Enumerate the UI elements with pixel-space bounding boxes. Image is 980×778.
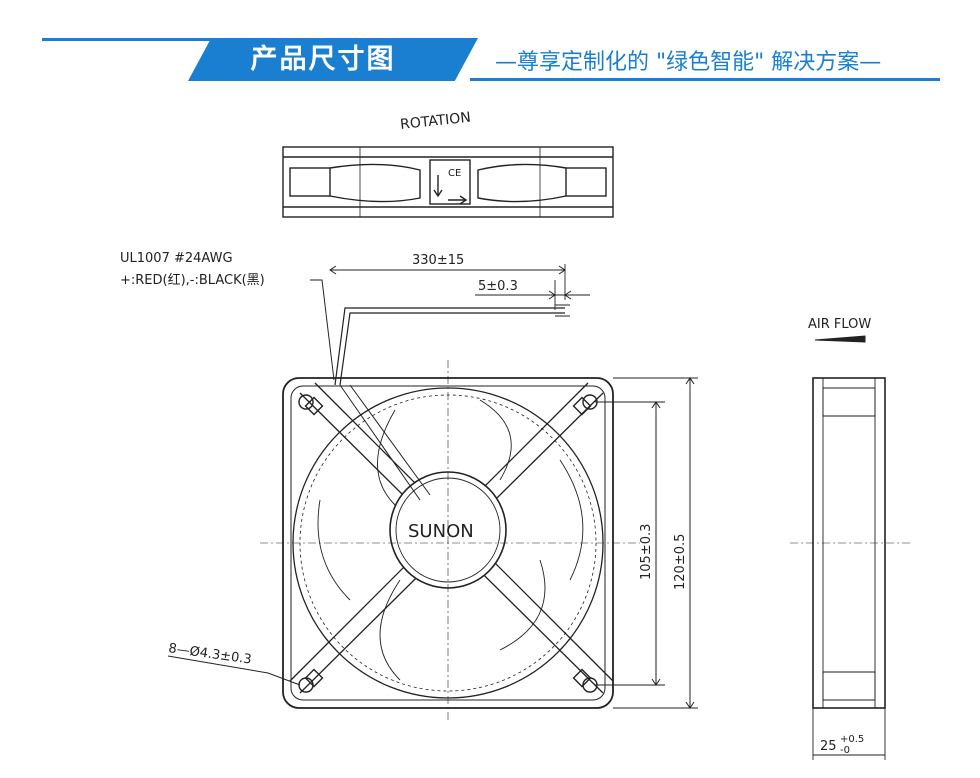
page-subtitle: —尊享定制化的 "绿色智能" 解决方案—: [495, 50, 882, 75]
fan-side-view: [790, 377, 910, 709]
banner-rule-left: [42, 38, 232, 41]
rotation-label: ROTATION: [399, 110, 471, 133]
mount-holes-dim: 8—Ø4.3±0.3: [167, 641, 252, 668]
header-banner: 产品尺寸图 —尊享定制化的 "绿色智能" 解决方案—: [0, 0, 980, 90]
thickness-tol-lower: -0: [840, 745, 850, 756]
fan-top-view: CE: [282, 146, 614, 218]
hole-pitch-dim: 105±0.3: [639, 524, 654, 580]
frame-size-dim: 120±0.5: [673, 534, 688, 590]
fan-front-view: SUNON: [260, 360, 640, 720]
ce-mark: CE: [448, 168, 461, 179]
fan-dimension-drawing: ROTATION CE UL1007 #24AWG +:RED(红),-:BLA…: [120, 110, 910, 760]
airflow-label: AIR FLOW: [808, 317, 871, 332]
wire-spec-label: UL1007 #24AWG: [120, 251, 233, 266]
brand-label: SUNON: [408, 521, 474, 542]
strip-length-dim: 5±0.3: [478, 279, 518, 294]
banner-rule-right: [470, 78, 940, 81]
thickness-dim: 25: [820, 739, 837, 754]
lead-wires: [334, 304, 570, 386]
lead-length-dim: 330±15: [412, 253, 464, 268]
title-tab: [188, 38, 478, 81]
page-title: 产品尺寸图: [250, 44, 396, 75]
thickness-tol-upper: +0.5: [840, 734, 864, 745]
wire-colors-label: +:RED(红),-:BLACK(黑): [120, 272, 265, 288]
